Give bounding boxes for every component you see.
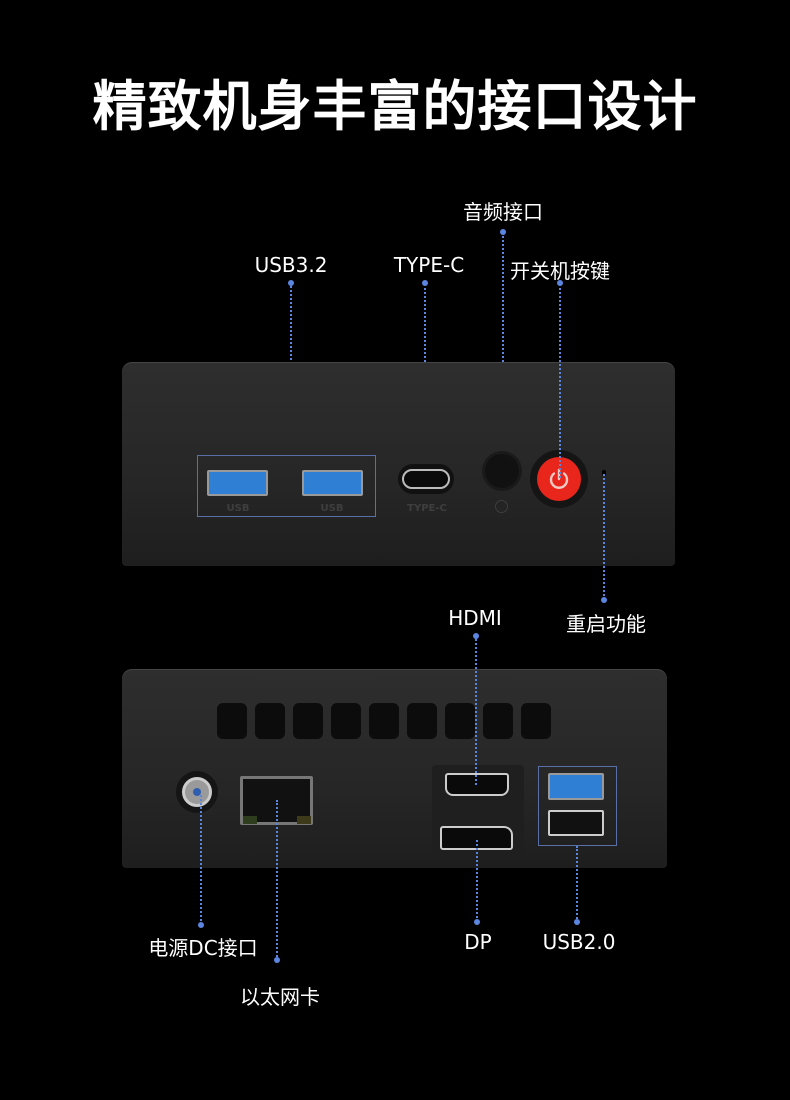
port-text: USB (320, 503, 344, 514)
audio-label: 音频接口 (463, 200, 543, 224)
lan-label: 以太网卡 (240, 985, 320, 1009)
usb2-port (548, 810, 604, 836)
dp-label: DP (464, 930, 492, 954)
headphone-icon (495, 500, 508, 513)
callout-line (576, 846, 578, 922)
dc-pin (193, 788, 201, 796)
callout-line (200, 795, 202, 925)
callout-line (502, 232, 504, 470)
usb3-port (548, 773, 604, 800)
callout-dot (601, 597, 607, 603)
typec-label: TYPE-C (393, 253, 465, 277)
port-text: USB (226, 503, 250, 514)
callout-dot (474, 919, 480, 925)
callout-line (559, 283, 561, 478)
usb20-highlight-box (538, 766, 617, 846)
callout-dot (198, 922, 204, 928)
port-text: TYPE-C (407, 503, 447, 514)
reset-hole (602, 470, 606, 476)
callout-line (603, 474, 605, 600)
usb32-label: USB3.2 (254, 253, 328, 277)
hdmi-port (445, 773, 509, 796)
dc-label: 电源DC接口 (148, 936, 258, 960)
usb3-port (302, 470, 363, 496)
callout-dot (274, 957, 280, 963)
callout-line (475, 636, 477, 785)
callout-line (276, 800, 278, 960)
usb3-port (207, 470, 268, 496)
callout-dot (574, 919, 580, 925)
callout-line (476, 840, 478, 922)
page-title: 精致机身丰富的接口设计 (92, 75, 698, 138)
led-yellow (297, 816, 311, 824)
audio-jack (485, 454, 519, 488)
power-label: 开关机按键 (510, 259, 610, 283)
led-green (243, 816, 257, 824)
typec-port (402, 469, 450, 489)
usb32-highlight-box (197, 455, 376, 517)
usb20-label: USB2.0 (542, 930, 616, 954)
vent-grille (217, 703, 551, 739)
reset-label: 重启功能 (566, 612, 646, 636)
hdmi-label: HDMI (448, 606, 502, 630)
